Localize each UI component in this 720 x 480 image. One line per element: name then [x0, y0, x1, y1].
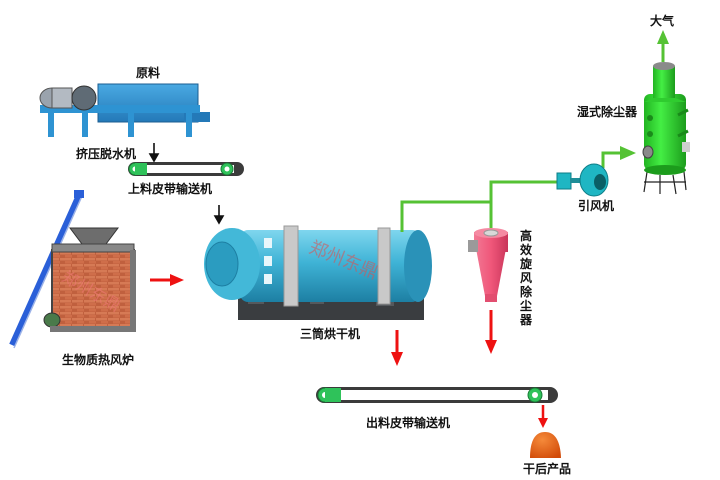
label-triple-drum-dryer: 三筒烘干机: [300, 327, 361, 341]
exhaust-arrow-to-scrubber: [620, 146, 636, 160]
discharge-arrow-dryer: [391, 330, 403, 366]
material-arrow: [148, 143, 160, 163]
label-dewatering-press: 挤压脱水机: [76, 147, 137, 161]
label-induced-fan: 引风机: [578, 199, 615, 213]
label-dried-product: 干后产品: [523, 462, 572, 476]
feed-conveyor-belt: [128, 162, 244, 176]
dewatering-press-machine: [39, 83, 210, 137]
dried-product-heap: [530, 432, 561, 458]
discharge-arrow-cyclone: [485, 310, 497, 354]
label-discharge-conveyor: 出料皮带输送机: [366, 416, 451, 430]
label-feed-conveyor: 上料皮带输送机: [128, 182, 213, 196]
discharge-conveyor-belt: [316, 387, 558, 403]
cyclone-dust-collector: [468, 228, 508, 302]
biomass-furnace-machine: [9, 190, 136, 349]
material-arrow: [213, 205, 225, 225]
induced-fan-machine: [556, 163, 609, 197]
label-biomass-furnace: 生物质热风炉: [62, 353, 135, 367]
triple-drum-dryer-machine: [204, 225, 432, 320]
label-raw-material: 原料: [136, 66, 161, 80]
hot-air-arrow: [150, 274, 184, 286]
product-arrow: [538, 405, 548, 428]
wet-scrubber-tower: [642, 62, 690, 195]
label-wet-scrubber: 湿式除尘器: [577, 105, 638, 119]
exhaust-arrow-to-atmosphere: [657, 30, 669, 62]
label-cyclone: 高效旋风除尘器: [519, 229, 532, 327]
label-atmosphere: 大气: [650, 14, 675, 28]
exhaust-duct: [400, 151, 622, 232]
